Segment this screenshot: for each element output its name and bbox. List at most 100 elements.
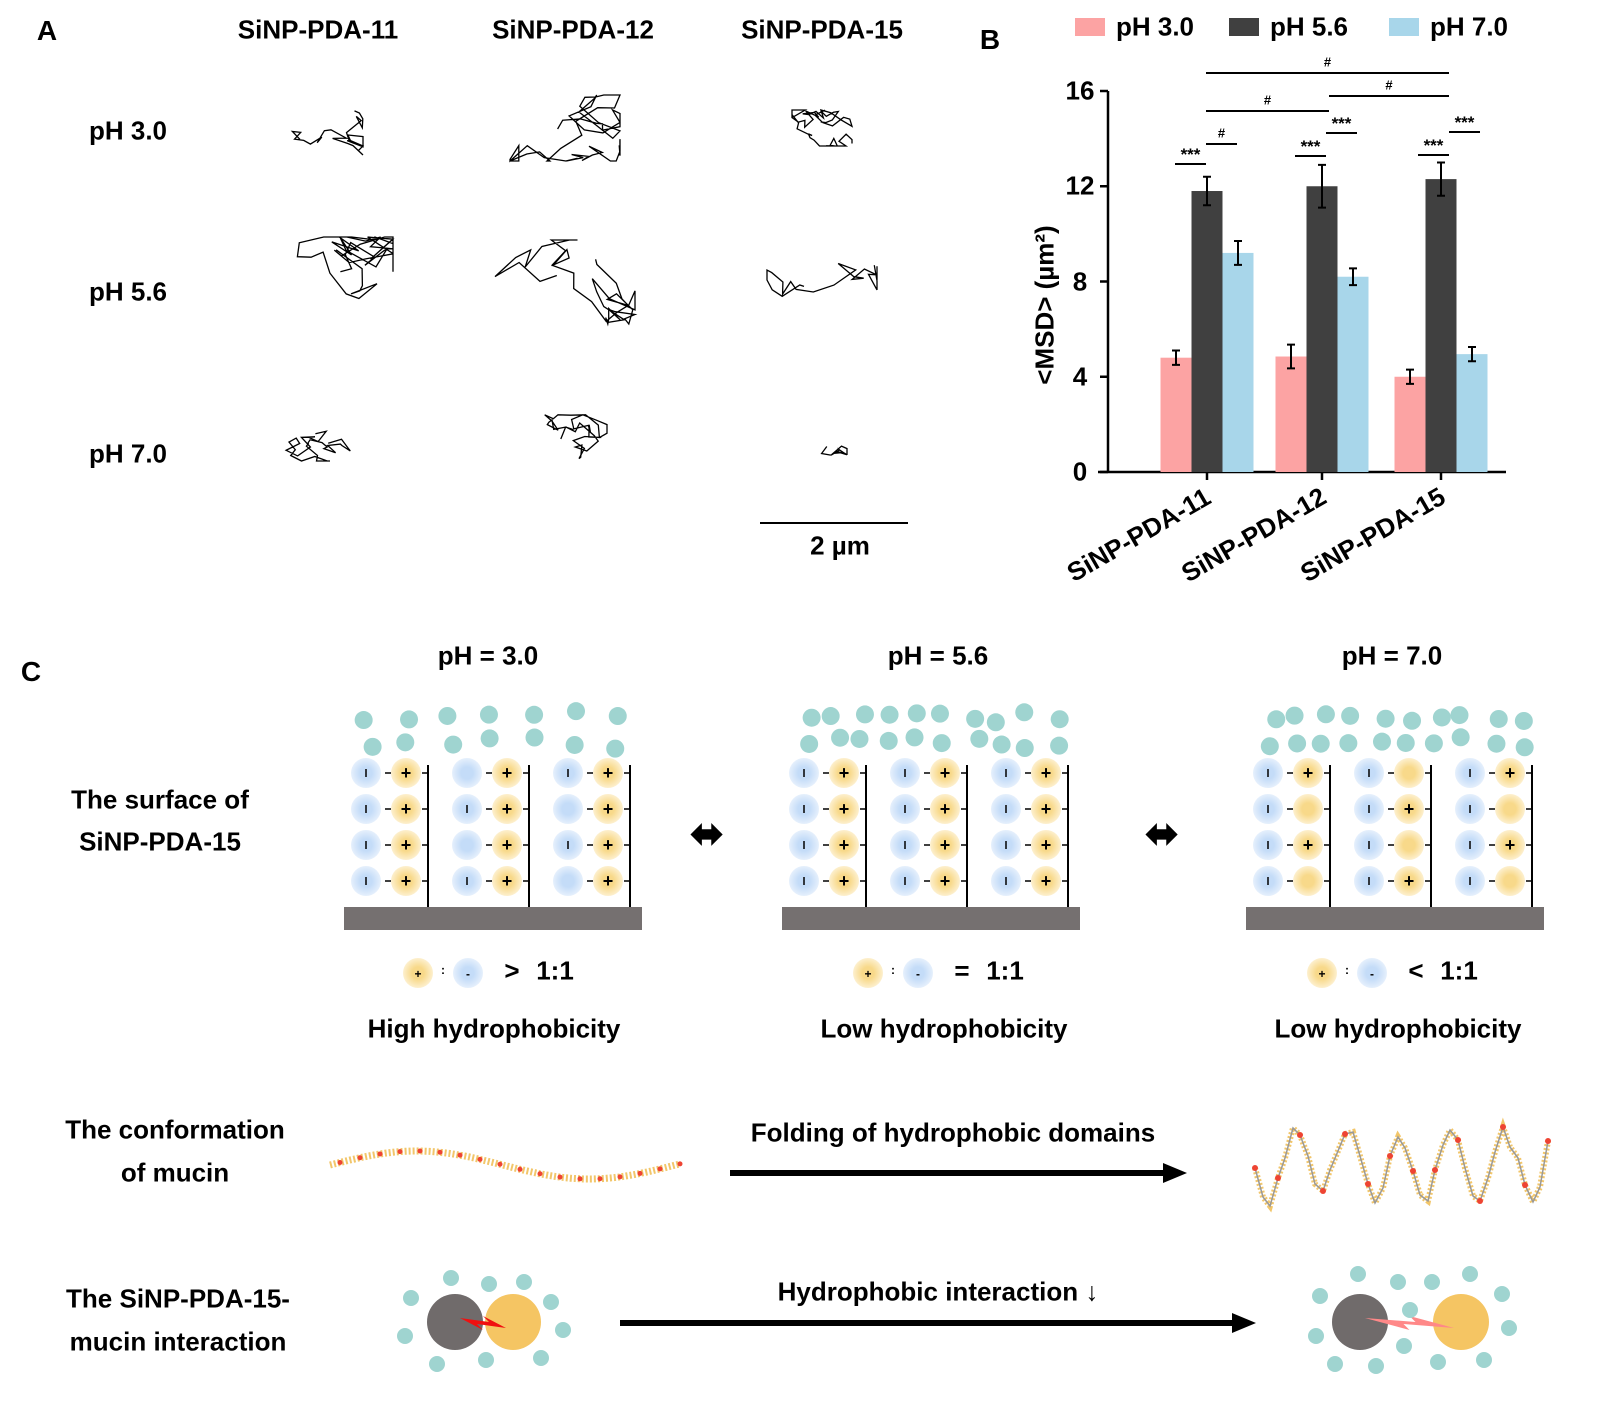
water-molecule bbox=[1487, 734, 1506, 753]
bar bbox=[1425, 179, 1457, 472]
positive-charge bbox=[492, 794, 522, 824]
interaction-label: The SiNP-PDA-15- bbox=[66, 1283, 290, 1314]
column-header: SiNP-PDA-15 bbox=[741, 14, 903, 45]
glycan-site bbox=[1522, 1182, 1528, 1188]
bar bbox=[1275, 356, 1307, 472]
plus-sign: + bbox=[603, 799, 614, 819]
water-molecule bbox=[986, 713, 1005, 732]
water-molecule bbox=[1402, 1302, 1418, 1318]
trajectory bbox=[494, 239, 638, 327]
trajectory bbox=[544, 414, 608, 460]
error-bar bbox=[1349, 267, 1357, 287]
ratio-operator: = bbox=[954, 955, 970, 986]
significance-marker: *** bbox=[1423, 136, 1444, 155]
water-molecule bbox=[1372, 732, 1391, 751]
trajectory bbox=[509, 94, 622, 163]
hydrophobicity-label: Low hydrophobicity bbox=[1274, 1013, 1522, 1044]
water-molecule bbox=[400, 710, 419, 729]
row-label: pH 7.0 bbox=[88, 438, 168, 469]
significance-marker: *** bbox=[1180, 145, 1201, 164]
glycan-site bbox=[1297, 1132, 1303, 1138]
water-molecule bbox=[1390, 1274, 1406, 1290]
glycan-site bbox=[1275, 1175, 1281, 1181]
negative-charge bbox=[553, 794, 583, 824]
water-molecule bbox=[932, 734, 951, 753]
water-molecule bbox=[1451, 728, 1470, 747]
water-molecule bbox=[403, 1290, 419, 1306]
positive-charge bbox=[1307, 958, 1337, 988]
surface-label: SiNP-PDA-15 bbox=[79, 826, 241, 857]
y-tick-label: 8 bbox=[1072, 266, 1088, 296]
glycan-site bbox=[617, 1174, 623, 1180]
water-molecule bbox=[1316, 705, 1335, 724]
water-molecule bbox=[543, 1294, 559, 1310]
positive-charge bbox=[1293, 830, 1323, 860]
positive-charge bbox=[1031, 830, 1061, 860]
legend-swatch bbox=[1075, 18, 1105, 36]
plus-sign: + bbox=[502, 763, 513, 783]
positive-charge bbox=[930, 794, 960, 824]
trajectory bbox=[296, 236, 395, 300]
plus-sign: + bbox=[1404, 799, 1415, 819]
negative-charge bbox=[903, 958, 933, 988]
water-molecule bbox=[1501, 1320, 1517, 1336]
condition-title: pH = 7.0 bbox=[1341, 640, 1443, 671]
y-tick-label: 0 bbox=[1072, 456, 1088, 487]
y-axis-label: <MSD> (µm²) bbox=[1029, 225, 1060, 385]
glycan-site bbox=[377, 1151, 383, 1157]
negative-charge bbox=[453, 958, 483, 988]
plus-sign: + bbox=[940, 763, 951, 783]
plus-sign: + bbox=[940, 871, 951, 891]
water-molecule bbox=[1015, 739, 1034, 758]
bar bbox=[1456, 354, 1488, 472]
positive-charge bbox=[853, 958, 883, 988]
water-molecule bbox=[1050, 710, 1069, 729]
minus-sign: - bbox=[1370, 967, 1374, 981]
plus-sign: + bbox=[1041, 799, 1052, 819]
glycan-site bbox=[577, 1176, 583, 1182]
double-arrow-icon: ⬌ bbox=[690, 812, 724, 856]
water-molecule bbox=[831, 728, 850, 747]
glycan-site bbox=[1455, 1137, 1461, 1143]
trajectory bbox=[791, 109, 854, 147]
water-molecule bbox=[1515, 738, 1534, 757]
error-bar bbox=[1406, 368, 1414, 385]
glycan-site bbox=[1500, 1124, 1506, 1130]
substrate bbox=[1246, 907, 1544, 930]
water-molecule bbox=[1260, 737, 1279, 756]
nanoparticle bbox=[427, 1294, 483, 1350]
plus-sign: + bbox=[401, 871, 412, 891]
trajectory bbox=[290, 110, 365, 156]
plus-sign: + bbox=[603, 871, 614, 891]
plus-sign: + bbox=[839, 871, 850, 891]
water-molecule bbox=[516, 1274, 532, 1290]
plus-sign: + bbox=[502, 835, 513, 855]
water-molecule bbox=[555, 1322, 571, 1338]
plus-sign: + bbox=[1303, 835, 1314, 855]
water-molecule bbox=[396, 733, 415, 752]
positive-charge bbox=[1031, 794, 1061, 824]
legend-swatch bbox=[1389, 18, 1419, 36]
positive-charge bbox=[1394, 758, 1424, 788]
water-molecule bbox=[855, 705, 874, 724]
negative-charge bbox=[553, 866, 583, 896]
glycan-site bbox=[537, 1171, 543, 1177]
ratio-value: 1:1 bbox=[1440, 955, 1478, 986]
glycan-site bbox=[657, 1166, 663, 1172]
glycan-site bbox=[1365, 1181, 1371, 1187]
plus-sign: + bbox=[864, 967, 872, 981]
positive-charge bbox=[930, 830, 960, 860]
trajectory bbox=[284, 430, 351, 462]
panel-c-label: C bbox=[20, 656, 42, 687]
positive-charge bbox=[1293, 794, 1323, 824]
folding-arrow-label: Folding of hydrophobic domains bbox=[750, 1117, 1156, 1148]
glycan-site bbox=[1387, 1153, 1393, 1159]
plus-sign: + bbox=[1041, 763, 1052, 783]
water-molecule bbox=[565, 735, 584, 754]
negative-charge bbox=[452, 758, 482, 788]
error-bar bbox=[1437, 161, 1445, 197]
plus-sign: + bbox=[1041, 871, 1052, 891]
glycan-site bbox=[497, 1161, 503, 1167]
water-molecule bbox=[479, 705, 498, 724]
positive-charge bbox=[391, 758, 421, 788]
